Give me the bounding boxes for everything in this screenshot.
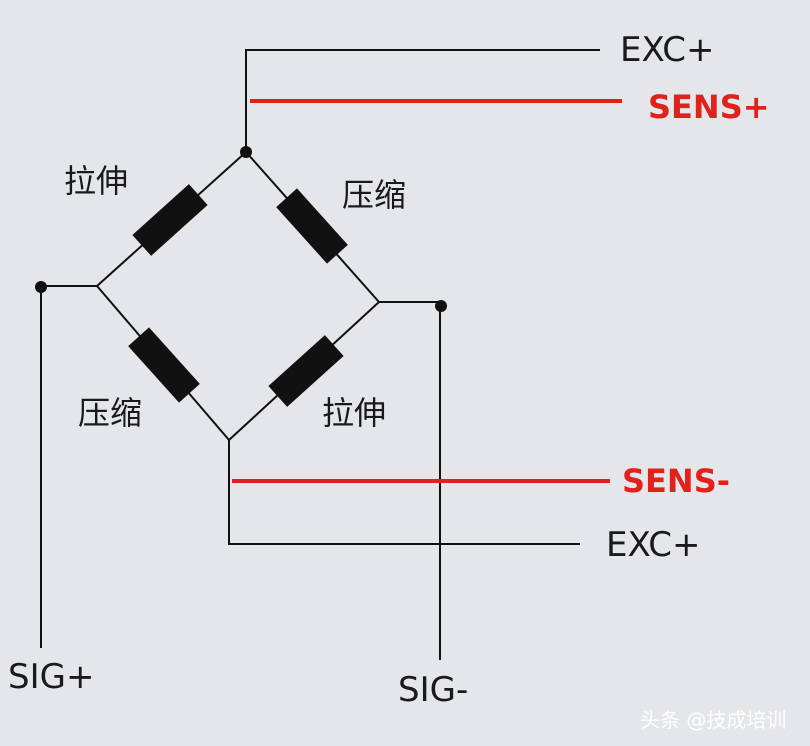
gauge-label-top-left: 拉伸 (64, 162, 128, 200)
sig-plus-label: SIG+ (8, 657, 94, 697)
watermark-text: 头条 @技成培训 (640, 708, 786, 732)
gauge-label-top-right: 压缩 (342, 176, 406, 214)
junction-dots (35, 146, 447, 312)
resistors (128, 184, 348, 407)
sens-minus-label: SENS- (622, 462, 730, 500)
junction-dot-left (35, 281, 47, 293)
gauge-label-bottom-right: 拉伸 (322, 394, 386, 432)
gauge-label-bottom-left: 压缩 (78, 394, 142, 432)
sig-plus-wire (40, 285, 97, 648)
resistor-bottom-left (128, 327, 200, 403)
exc-top-label: EXC+ (620, 30, 715, 70)
exc-bottom-label: EXC+ (606, 525, 701, 565)
exc-top-wire (245, 49, 600, 152)
exc-bottom-wire (228, 440, 580, 545)
signal-wiring (40, 285, 580, 660)
sig-minus-label: SIG- (398, 670, 468, 710)
resistor-top-left (132, 184, 208, 256)
sens-plus-label: SENS+ (648, 88, 770, 126)
top-wiring (245, 49, 600, 152)
resistor-bottom-right (268, 335, 344, 407)
resistor-top-right (276, 188, 348, 264)
junction-dot-right (435, 300, 447, 312)
junction-dot-top (240, 146, 252, 158)
